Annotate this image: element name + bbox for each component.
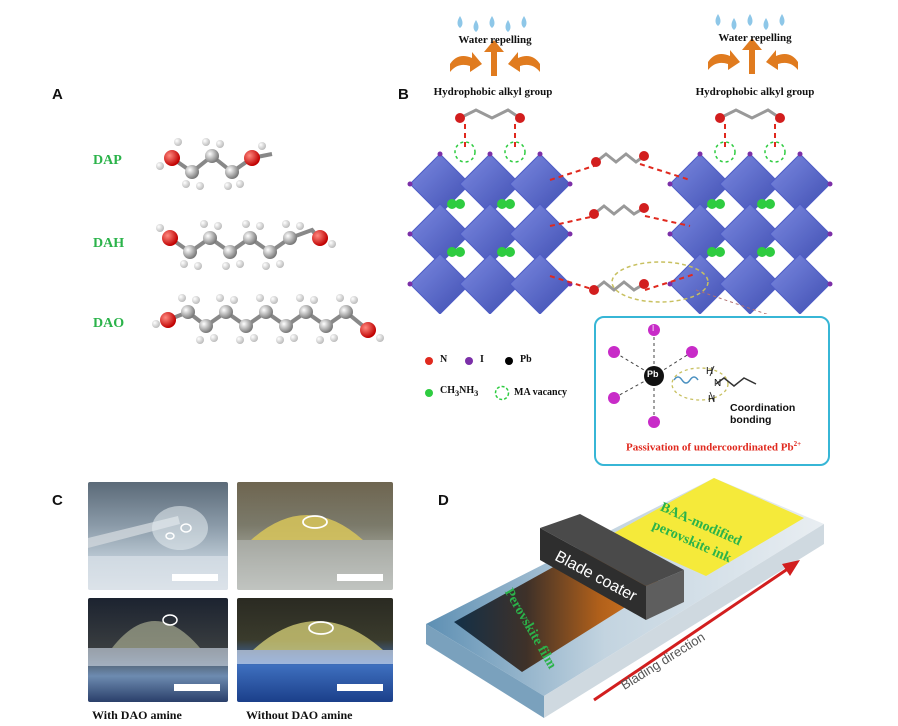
coordination-inset: Pb I H N H Coordination bonding Passivat… bbox=[594, 316, 830, 466]
blade-coating-diagram bbox=[426, 478, 824, 718]
droplet-photo-without-dao-bottom bbox=[237, 598, 393, 702]
legend-ch3nh3-dot bbox=[425, 389, 433, 397]
inset-n-label: N bbox=[714, 378, 722, 389]
legend-n-label: N bbox=[440, 354, 448, 365]
water-repelling-label-left: Water repelling bbox=[458, 34, 532, 46]
dah-molecule bbox=[156, 220, 336, 270]
panel-label-c: C bbox=[52, 492, 63, 509]
scale-bar bbox=[337, 684, 383, 691]
scale-bar bbox=[172, 574, 218, 581]
molecule-label-dao: DAO bbox=[93, 316, 125, 331]
dap-molecule bbox=[156, 138, 273, 190]
molecule-label-dah: DAH bbox=[93, 236, 125, 251]
passivation-label: Passivation of undercoordinated Pb2+ bbox=[626, 440, 802, 454]
scale-bar bbox=[174, 684, 220, 691]
inset-h-label-top: H bbox=[706, 366, 714, 377]
caption-without-dao: Without DAO amine bbox=[246, 708, 353, 722]
molecule-structures bbox=[152, 138, 384, 344]
droplet-photo-without-dao-top bbox=[237, 482, 393, 590]
legend-ch3nh3-label: CH3NH3 bbox=[440, 385, 479, 398]
legend-i-label: I bbox=[480, 354, 484, 365]
inset-h-label-bottom: H bbox=[708, 394, 716, 405]
water-repel-graphic-left bbox=[450, 16, 540, 76]
panel-label-b: B bbox=[398, 86, 409, 103]
droplet-photo-with-dao-top bbox=[88, 482, 228, 590]
inset-i-label-top: I bbox=[652, 324, 655, 333]
legend-ma-vacancy-label: MA vacancy bbox=[514, 387, 568, 398]
water-repelling-label-right: Water repelling bbox=[718, 32, 792, 44]
hydrophobic-label-right: Hydrophobic alkyl group bbox=[695, 86, 815, 98]
perovskite-lattice bbox=[407, 108, 833, 314]
water-repel-graphic-right bbox=[708, 14, 798, 74]
molecule-label-dap: DAP bbox=[93, 153, 122, 168]
droplet-photo-with-dao-bottom bbox=[88, 598, 228, 702]
pb-coordination-diagram bbox=[608, 324, 757, 428]
panel-label-a: A bbox=[52, 86, 63, 103]
legend-pb-label: Pb bbox=[520, 354, 532, 365]
legend-n-dot bbox=[425, 357, 433, 365]
legend-ma-vacancy-circle bbox=[494, 385, 510, 401]
inset-pb-label: Pb bbox=[647, 369, 659, 379]
panel-label-d: D bbox=[438, 492, 449, 509]
hydrophobic-label-left: Hydrophobic alkyl group bbox=[433, 86, 553, 98]
dao-molecule bbox=[152, 294, 384, 344]
scale-bar bbox=[337, 574, 383, 581]
legend-i-dot bbox=[465, 357, 473, 365]
caption-with-dao: With DAO amine bbox=[92, 708, 182, 722]
legend-pb-dot bbox=[505, 357, 513, 365]
coordination-bonding-label: Coordination bonding bbox=[730, 402, 796, 426]
